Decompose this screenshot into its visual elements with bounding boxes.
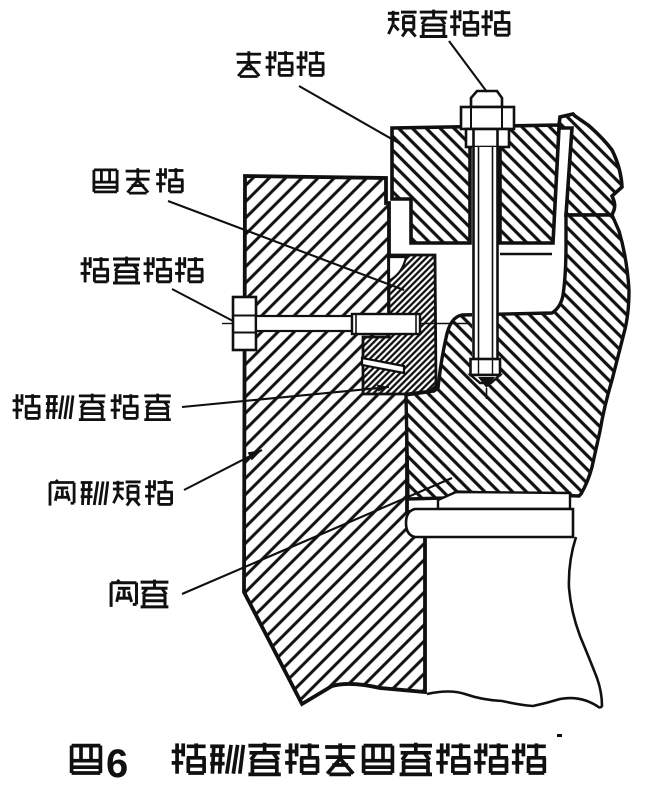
svg-text:6: 6: [106, 742, 128, 786]
